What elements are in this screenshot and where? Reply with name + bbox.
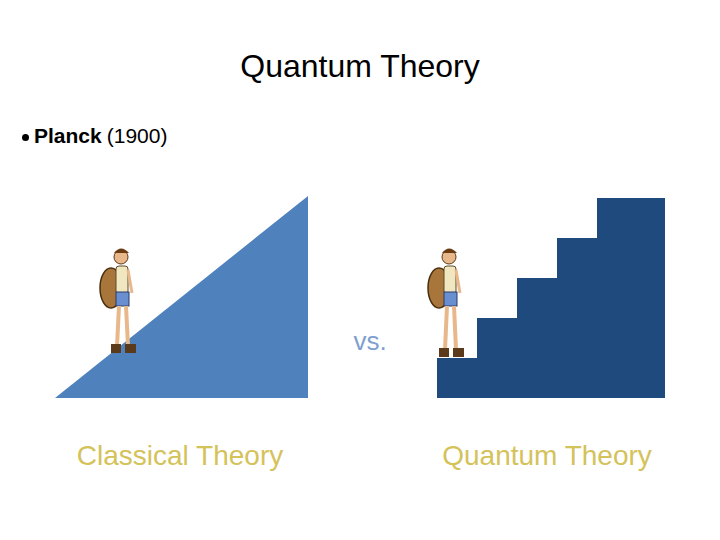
bullet-name: Planck [34, 124, 102, 148]
panel-label: Classical Theory [77, 440, 283, 472]
bullet-line: Planck(1900) [34, 124, 167, 148]
bullet-dot [22, 134, 29, 141]
slide-title: Quantum Theory [240, 48, 480, 85]
hiker [428, 249, 464, 358]
ramp [55, 196, 308, 398]
staircase [437, 198, 665, 398]
bullet-year: (1900) [107, 124, 168, 148]
hiker [100, 249, 136, 354]
panel-label: Quantum Theory [442, 440, 652, 472]
versus-label: vs. [353, 326, 386, 357]
